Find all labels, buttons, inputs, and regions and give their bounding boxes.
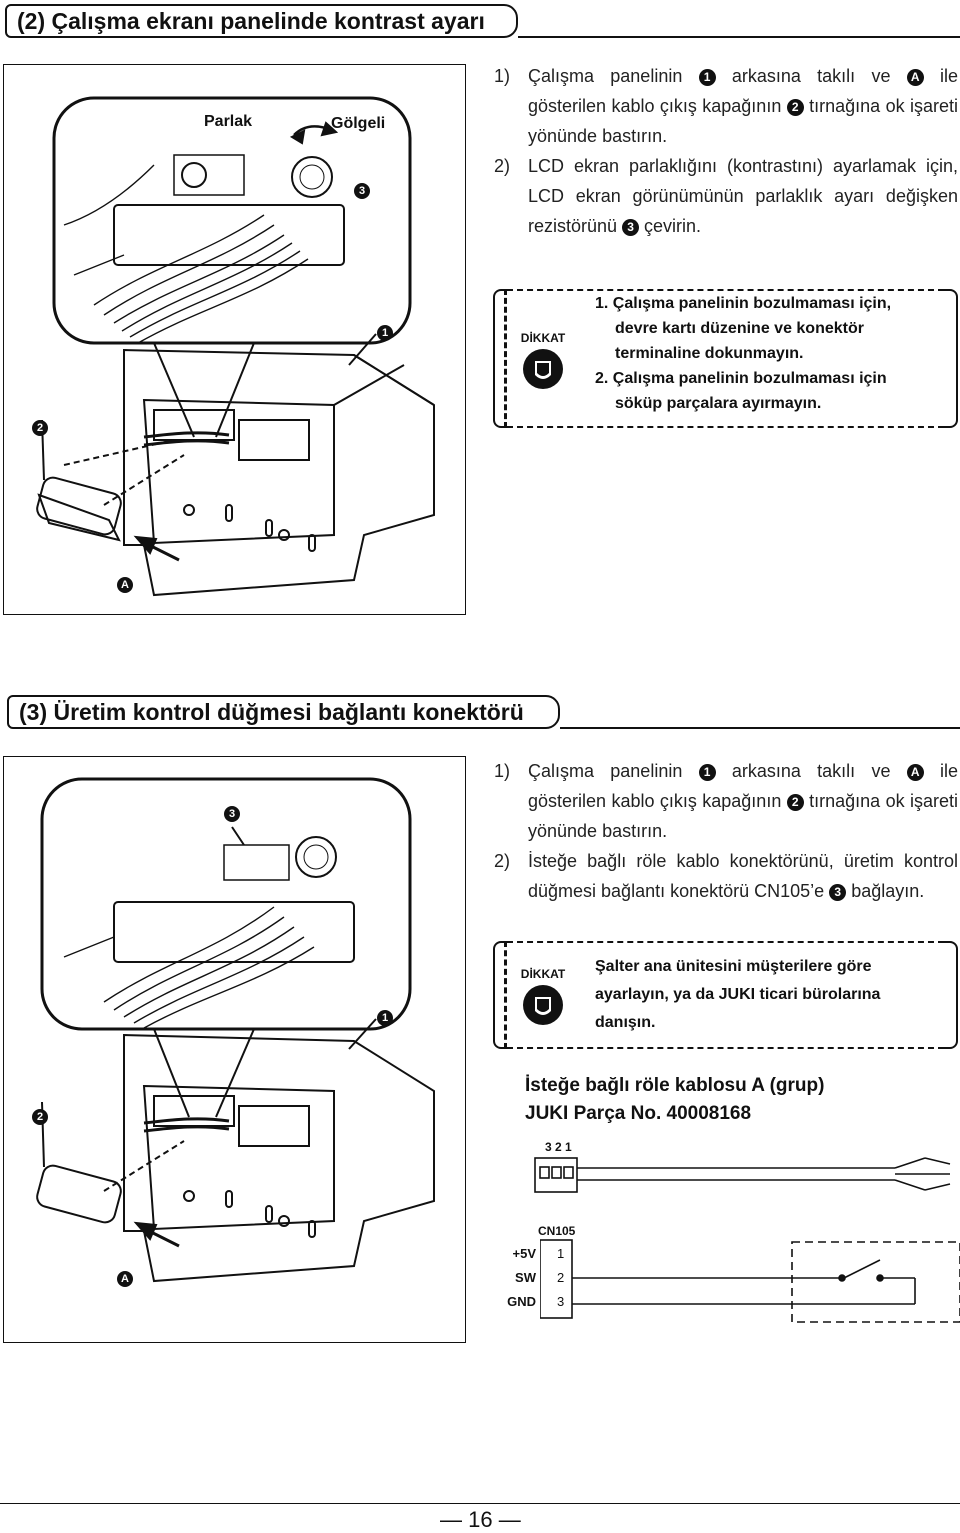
section-3-caution-box: DİKKAT Şalter ana ünitesini müşterilere … (493, 941, 958, 1049)
pin-number: 3 (557, 1294, 565, 1309)
section-2-step-2: 2) LCD ekran parlaklığını (kontrastını) … (494, 151, 958, 241)
label-shadow: Gölgeli (331, 115, 386, 132)
section-2-rule (518, 36, 960, 38)
step-number: 2) (494, 156, 511, 176)
ref-2-badge: 2 (786, 98, 804, 116)
caution-bracket-right (944, 941, 958, 1049)
ref-1-badge: 1 (698, 763, 716, 781)
optional-cable-part-no: JUKI Parça No. 40008168 (525, 1103, 752, 1124)
cn105-label: CN105 (538, 1224, 576, 1238)
section-3-title-text: (3) Üretim kontrol düğmesi bağlantı kone… (19, 698, 524, 725)
pin-signal: GND (507, 1294, 536, 1309)
caution-border-bottom (507, 426, 944, 428)
caution-bracket-right (944, 289, 958, 428)
pin-signal: SW (515, 1270, 536, 1285)
step-text: Çalışma panelinin 1 arkasına takılı ve A… (528, 66, 959, 146)
caution-border-top (507, 941, 944, 943)
callout-3: 3 (354, 183, 370, 199)
pin-table: +5V 1 SW 2 GND 3 (505, 1240, 585, 1320)
caution-line: devre kartı düzenine ve konektör (615, 320, 864, 337)
caution-border-top (507, 289, 944, 291)
caution-line: 1. Çalışma panelinin bozulmaması için, (595, 295, 892, 312)
step-text: İsteğe bağlı röle kablo konektörünü, üre… (528, 851, 958, 901)
caution-line: Şalter ana ünitesini müşterilere göre (595, 958, 872, 975)
caution-bracket-left (493, 289, 507, 428)
step-number: 1) (494, 761, 511, 781)
figure-connector-drawing (36, 777, 435, 1283)
caution-icon-label: DİKKAT (521, 966, 566, 981)
caution-bracket-left (493, 941, 507, 1049)
callout-1: 1 (377, 325, 393, 341)
step-text: LCD ekran parlaklığını (kontrastını) aya… (528, 156, 958, 236)
section-3-title: (3) Üretim kontrol düğmesi bağlantı kone… (7, 695, 560, 729)
caution-text: Şalter ana ünitesini müşterilere göre ay… (595, 953, 880, 1037)
step-number: 1) (494, 66, 511, 86)
ref-a-badge: A (906, 68, 924, 86)
figure-connector: 3 1 2 A (3, 756, 466, 1343)
step-number: 2) (494, 851, 511, 871)
section-2-title-text: (2) Çalışma ekranı panelinde kontrast ay… (17, 7, 485, 34)
label-bright: Parlak (204, 113, 253, 130)
caution-border-bottom (507, 1047, 944, 1049)
section-3-rule (560, 727, 960, 729)
caution-line: terminaline dokunmayın. (615, 345, 804, 362)
page-number: — 16 — (440, 1507, 521, 1533)
callout-1: 1 (377, 1010, 393, 1026)
section-2-step-1: 1) Çalışma panelinin 1 arkasına takılı v… (494, 61, 958, 151)
caution-icon-label: DİKKAT (521, 330, 566, 345)
ref-1-badge: 1 (698, 68, 716, 86)
callout-3: 3 (224, 806, 240, 822)
section-2-title: (2) Çalışma ekranı panelinde kontrast ay… (5, 4, 518, 38)
step-text: Çalışma panelinin 1 arkasına takılı ve A… (528, 761, 959, 841)
section-3-steps: 1) Çalışma panelinin 1 arkasına takılı v… (494, 756, 958, 906)
section-2-steps: 1) Çalışma panelinin 1 arkasına takılı v… (494, 61, 958, 241)
caution-hand-icon: DİKKAT (521, 966, 566, 1025)
pin-number: 1 (557, 1246, 565, 1261)
section-2-caution-box: DİKKAT 1. Çalışma panelinin bozulmaması … (493, 289, 958, 428)
ref-3-badge: 3 (622, 218, 640, 236)
callout-a: A (117, 577, 133, 593)
caution-line: söküp parçalara ayırmayın. (615, 395, 822, 412)
callout-2: 2 (32, 420, 48, 436)
ref-2-badge: 2 (786, 793, 804, 811)
optional-cable-title: İsteğe bağlı röle kablosu A (grup) (525, 1075, 825, 1096)
section-3-step-2: 2) İsteğe bağlı röle kablo konektörünü, … (494, 846, 958, 906)
pin-number: 2 (557, 1270, 565, 1285)
relay-cable-drawing (534, 1157, 951, 1193)
section-3-step-1: 1) Çalışma panelinin 1 arkasına takılı v… (494, 756, 958, 846)
caution-line: danışın. (595, 1014, 656, 1031)
page-number-text: 16 (468, 1507, 493, 1532)
page-dash-right: — (492, 1507, 521, 1532)
figure-panel-contrast: Parlak Gölgeli 3 1 2 A (3, 64, 466, 615)
caution-line: 2. Çalışma panelinin bozulmaması için (595, 370, 887, 387)
page-dash-left: — (440, 1507, 469, 1532)
figure-panel-contrast-drawing (36, 96, 435, 597)
caution-line: ayarlayın, ya da JUKI ticari bürolarına (595, 986, 881, 1003)
connector-pin-order: 3 2 1 (545, 1140, 572, 1154)
callout-2: 2 (32, 1109, 48, 1125)
caution-text: 1. Çalışma panelinin bozulmaması için, d… (595, 291, 891, 416)
pin-signal: +5V (512, 1246, 537, 1261)
ref-3-badge: 3 (829, 883, 847, 901)
footer-rule (0, 1503, 960, 1504)
callout-a: A (117, 1271, 133, 1287)
switch-schematic (540, 1239, 960, 1323)
ref-a-badge: A (906, 763, 924, 781)
caution-hand-icon: DİKKAT (521, 330, 566, 389)
